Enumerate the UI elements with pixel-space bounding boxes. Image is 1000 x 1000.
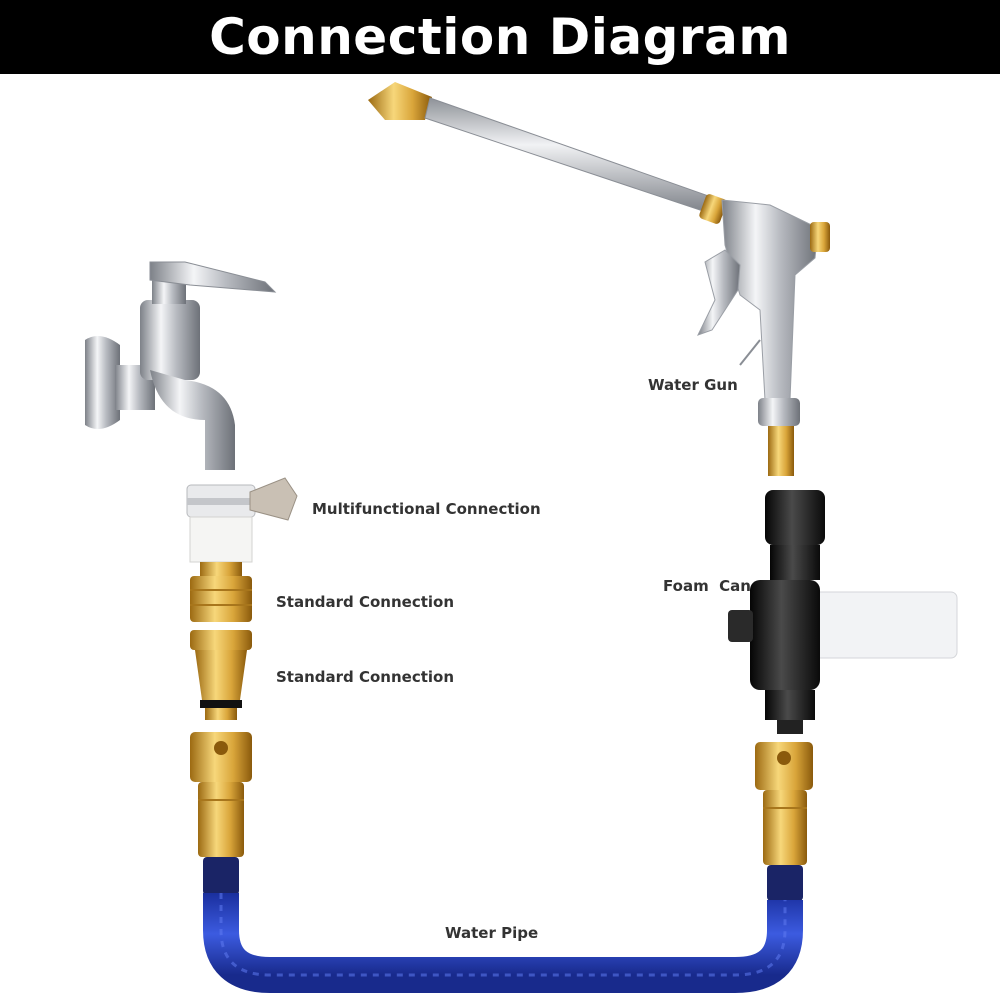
left-hose-fitting-icon: [190, 732, 252, 895]
standard-connector-1-icon: [190, 562, 252, 622]
water-gun-icon: [368, 82, 830, 476]
title-bar: Connection Diagram: [0, 0, 1000, 74]
page-title: Connection Diagram: [209, 8, 791, 66]
right-hose-fitting-icon: [755, 742, 813, 901]
standard-connection-label-1: Standard Connection: [276, 593, 455, 611]
faucet-icon: [85, 261, 277, 470]
water-pipe-label: Water Pipe: [445, 924, 539, 942]
foam-can-icon: [728, 490, 958, 734]
standard-connector-2-icon: [190, 630, 252, 720]
standard-connection-label-2: Standard Connection: [276, 668, 455, 686]
water-pipe-icon: [203, 893, 803, 993]
foam-can-label: Foam Can: [663, 577, 751, 595]
water-gun-label: Water Gun: [648, 376, 738, 394]
multifunctional-connection-label: Multifunctional Connection: [312, 500, 541, 518]
multifunctional-connector-icon: [186, 477, 298, 563]
